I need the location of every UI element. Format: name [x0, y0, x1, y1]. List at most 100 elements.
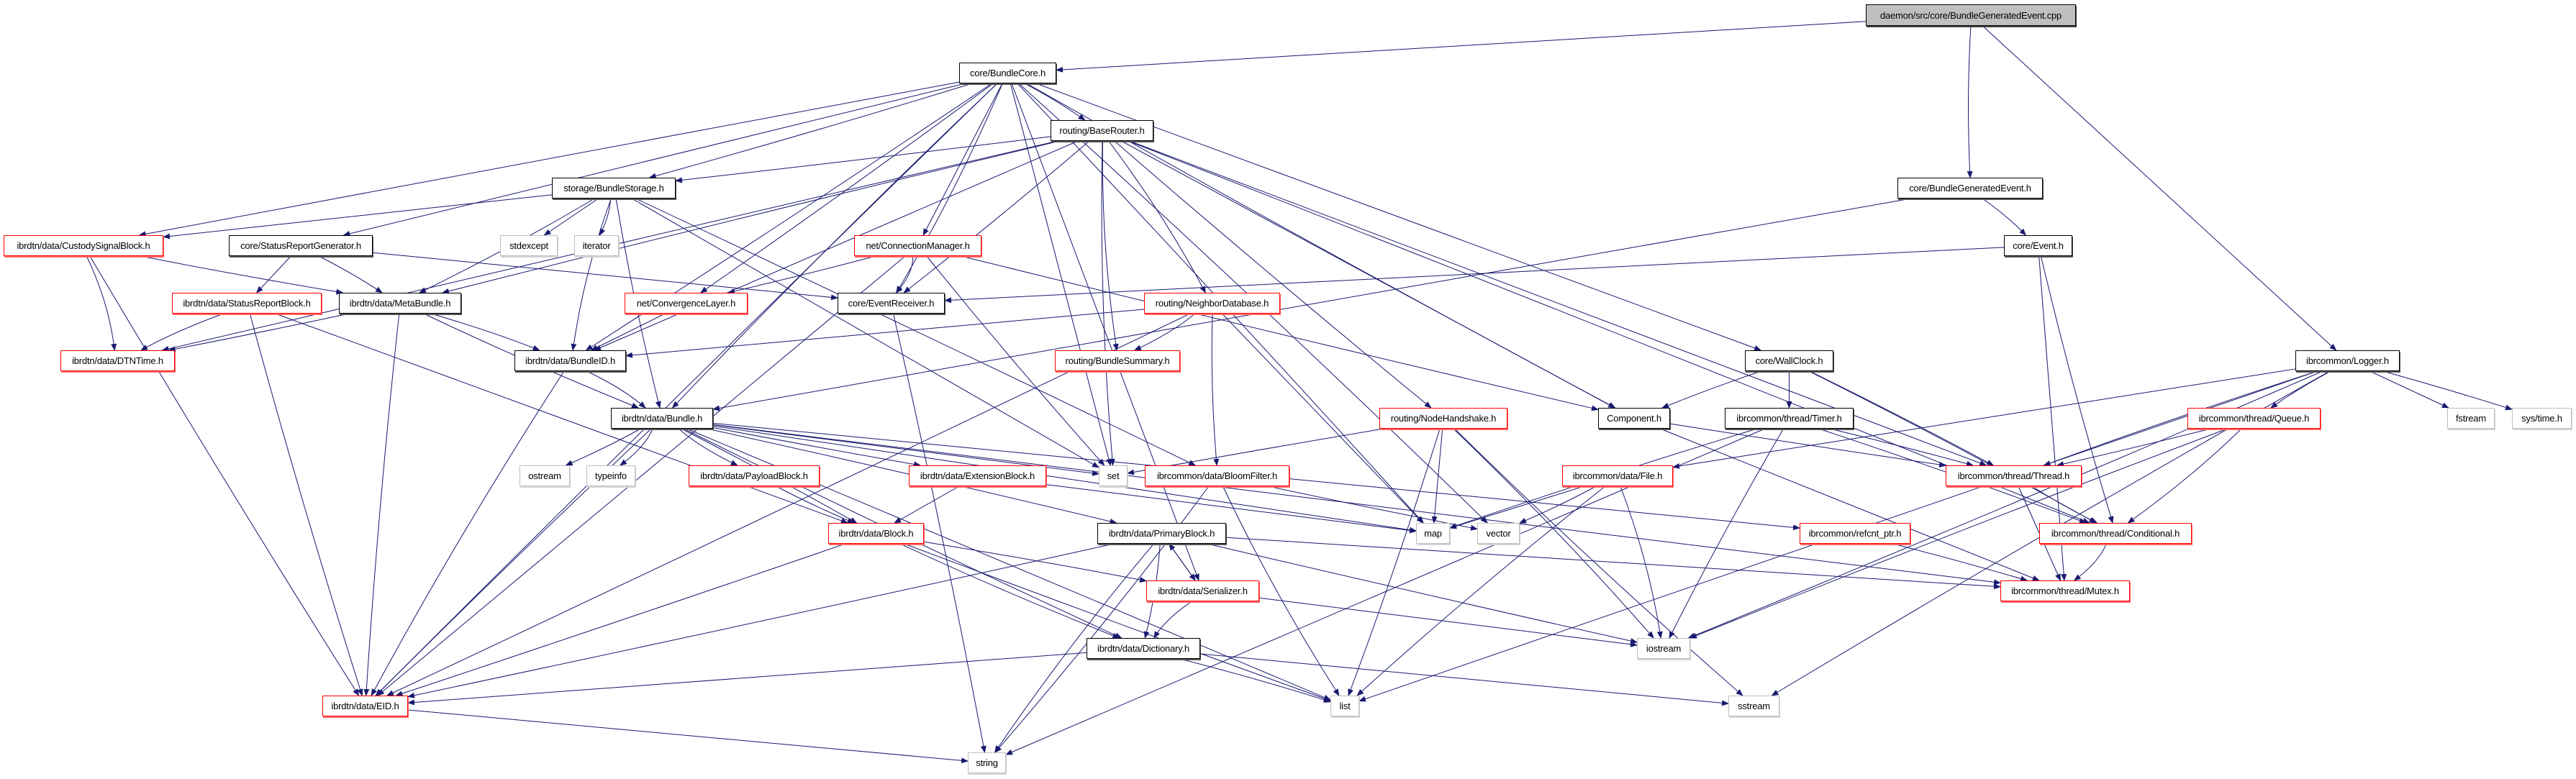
graph-node-dictionary[interactable]: ibrdtn/data/Dictionary.h	[1087, 638, 1200, 659]
graph-node-label: ibrcommon/thread/Queue.h	[2198, 413, 2310, 424]
edge-logger-to-fstream	[2369, 370, 2449, 409]
edge-bundlecore-to-baserouter	[1025, 83, 1086, 121]
graph-node-set[interactable]: set	[1099, 465, 1128, 486]
edge-bundlecore-to-statusreportgen	[343, 83, 966, 237]
graph-node-label: ibrdtn/data/Bundle.h	[621, 413, 703, 424]
edge-metabundle-to-eid	[363, 313, 400, 696]
edge-neighbordb-to-bloomfilter	[1211, 313, 1220, 466]
graph-node-event[interactable]: core/Event.h	[2004, 235, 2072, 256]
edge-file-to-map	[1449, 486, 1584, 529]
graph-node-ostream[interactable]: ostream	[520, 465, 570, 486]
graph-node-systime[interactable]: sys/time.h	[2512, 408, 2572, 429]
graph-node-bundleid[interactable]: ibrdtn/data/BundleID.h	[514, 350, 626, 371]
graph-node-typeinfo[interactable]: typeinfo	[586, 465, 635, 486]
graph-node-label: map	[1424, 528, 1442, 539]
graph-node-label: iostream	[1646, 643, 1682, 654]
edge-nodehandshake-to-map	[1431, 428, 1443, 524]
graph-node-string[interactable]: string	[968, 752, 1006, 773]
graph-node-baserouter[interactable]: routing/BaseRouter.h	[1051, 120, 1153, 141]
edge-baserouter-to-component	[1121, 140, 1616, 409]
graph-node-list[interactable]: list	[1330, 696, 1359, 716]
edge-bundleid-to-eid	[371, 370, 565, 696]
graph-node-label: sys/time.h	[2521, 413, 2562, 424]
edge-block-to-list	[904, 543, 1331, 701]
edge-bundlestorage-to-set	[631, 198, 1099, 468]
edge-statusreportblock-to-dtntime	[140, 313, 224, 351]
edge-bundleid-to-bundle	[586, 370, 646, 409]
edge-baserouter-to-nodehandshake	[1114, 140, 1432, 409]
graph-node-custodysignal[interactable]: ibrdtn/data/CustodySignalBlock.h	[4, 235, 163, 256]
graph-node-bundlesummary[interactable]: routing/BundleSummary.h	[1055, 350, 1180, 371]
graph-node-label: ibrcommon/thread/Mutex.h	[2011, 586, 2119, 596]
graph-node-connmanager[interactable]: net/ConnectionManager.h	[854, 235, 981, 256]
graph-node-neighbordb[interactable]: routing/NeighborDatabase.h	[1144, 293, 1280, 314]
edge-baserouter-to-eventreceiver	[903, 140, 1090, 293]
edge-neighbordb-to-map	[1222, 313, 1424, 524]
graph-node-eventreceiver[interactable]: core/EventReceiver.h	[838, 293, 945, 314]
graph-node-sstream[interactable]: sstream	[1728, 696, 1779, 716]
edge-bloomfilter-to-list	[1223, 486, 1340, 696]
graph-node-metabundle[interactable]: ibrdtn/data/MetaBundle.h	[339, 293, 461, 314]
graph-node-timer[interactable]: ibrcommon/thread/Timer.h	[1725, 408, 1854, 429]
graph-node-bundlestorage[interactable]: storage/BundleStorage.h	[552, 178, 676, 199]
edge-bundlecore-to-eid	[375, 83, 998, 696]
graph-node-extensionblock[interactable]: ibrdtn/data/ExtensionBlock.h	[909, 465, 1046, 486]
graph-node-conditional[interactable]: ibrcommon/thread/Conditional.h	[2039, 523, 2192, 544]
graph-node-mutex[interactable]: ibrcommon/thread/Mutex.h	[2000, 580, 2130, 601]
graph-node-label: sstream	[1738, 701, 1770, 711]
graph-node-block[interactable]: ibrdtn/data/Block.h	[828, 523, 924, 544]
graph-node-logger[interactable]: ibrcommon/Logger.h	[2295, 350, 2400, 371]
graph-node-payloadblock[interactable]: ibrdtn/data/PayloadBlock.h	[689, 465, 820, 486]
graph-node-stdexcept[interactable]: stdexcept	[500, 235, 558, 256]
graph-node-label: routing/NeighborDatabase.h	[1155, 298, 1269, 309]
graph-node-fstream[interactable]: fstream	[2447, 408, 2495, 429]
graph-node-iostream[interactable]: iostream	[1637, 638, 1690, 659]
graph-node-label: ibrcommon/thread/Timer.h	[1736, 413, 1842, 424]
edge-event-to-conditional	[2040, 255, 2114, 524]
edge-bundlecore-to-bundlestorage	[648, 83, 973, 179]
graph-node-vector[interactable]: vector	[1477, 523, 1520, 544]
edge-connmanager-to-component	[961, 255, 1599, 411]
graph-node-label: ibrdtn/data/BundleID.h	[525, 355, 615, 366]
graph-node-label: ibrdtn/data/Dictionary.h	[1097, 643, 1189, 654]
graph-node-nodehandshake[interactable]: routing/NodeHandshake.h	[1379, 408, 1507, 429]
graph-node-label: routing/BundleSummary.h	[1065, 355, 1170, 366]
graph-node-bundlecore[interactable]: core/BundleCore.h	[959, 63, 1056, 83]
edge-primaryblock-to-string	[994, 543, 1154, 753]
graph-node-refcnt[interactable]: ibrcommon/refcnt_ptr.h	[1800, 523, 1910, 544]
edge-wallclock-to-thread	[1809, 370, 1995, 466]
graph-node-bloomfilter[interactable]: ibrcommon/data/BloomFilter.h	[1145, 465, 1289, 486]
edge-bundlecore-to-set	[1010, 83, 1112, 466]
edge-event-to-eventreceiver	[944, 247, 2005, 304]
graph-node-statusreportblock[interactable]: ibrdtn/data/StatusReportBlock.h	[172, 293, 322, 314]
edge-payloadblock-to-block	[776, 486, 855, 524]
graph-node-file[interactable]: ibrcommon/data/File.h	[1562, 465, 1673, 486]
edge-bundlestorage-to-bundleid	[571, 198, 612, 351]
graph-node-convergencelayer[interactable]: net/ConvergenceLayer.h	[625, 293, 748, 314]
graph-node-label: ibrdtn/data/PrimaryBlock.h	[1108, 528, 1215, 539]
graph-node-dtntime[interactable]: ibrdtn/data/DTNTime.h	[60, 350, 175, 371]
graph-node-bgevent_h[interactable]: core/BundleGeneratedEvent.h	[1897, 178, 2043, 199]
graph-node-wallclock[interactable]: core/WallClock.h	[1745, 350, 1833, 371]
edge-queue-to-thread	[2056, 428, 2211, 467]
graph-node-eid[interactable]: ibrdtn/data/EID.h	[322, 696, 408, 716]
graph-node-primaryblock[interactable]: ibrdtn/data/PrimaryBlock.h	[1097, 523, 1226, 544]
edge-bgevent_h-to-event	[1982, 198, 2027, 236]
graph-node-statusreportgen[interactable]: core/StatusReportGenerator.h	[229, 235, 373, 256]
graph-node-iterator[interactable]: iterator	[574, 235, 619, 256]
edge-logger-to-thread	[2043, 370, 2318, 466]
graph-node-label: typeinfo	[595, 470, 627, 481]
graph-node-label: ibrdtn/data/DTNTime.h	[72, 355, 163, 366]
graph-node-label: core/WallClock.h	[1755, 355, 1823, 366]
graph-node-root[interactable]: daemon/src/core/BundleGeneratedEvent.cpp	[1866, 4, 2076, 26]
graph-node-map[interactable]: map	[1416, 523, 1450, 544]
graph-node-component[interactable]: Component.h	[1598, 408, 1670, 429]
graph-node-queue[interactable]: ibrcommon/thread/Queue.h	[2187, 408, 2321, 429]
graph-node-bundle[interactable]: ibrdtn/data/Bundle.h	[611, 408, 713, 429]
graph-node-thread[interactable]: ibrcommon/thread/Thread.h	[1946, 465, 2082, 486]
edge-bundlecore-to-custodysignal	[138, 81, 960, 237]
edge-statusreportblock-to-block	[275, 313, 848, 524]
graph-node-serializer[interactable]: ibrdtn/data/Serializer.h	[1146, 580, 1259, 601]
edge-logger-to-queue	[2270, 370, 2331, 409]
